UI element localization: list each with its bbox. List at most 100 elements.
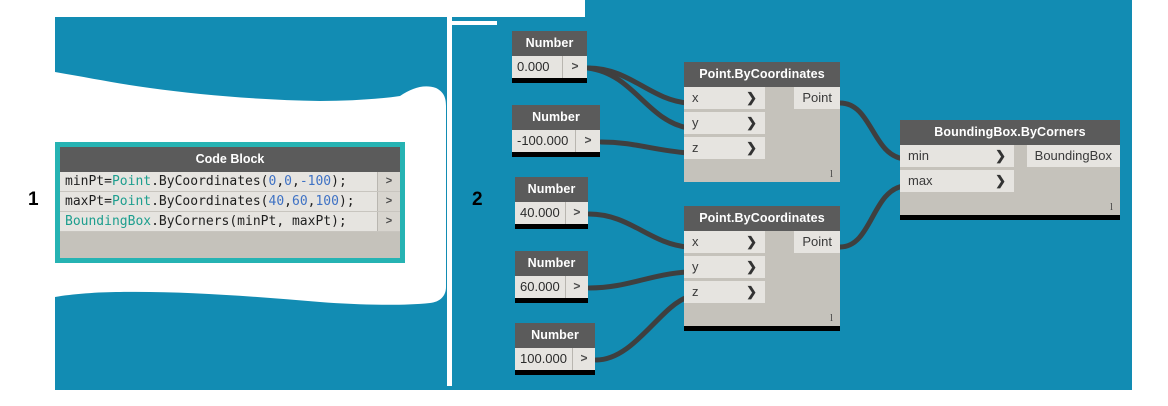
number-node-value-input[interactable]: 40.000 (515, 202, 566, 224)
number-node-preview-bar (515, 224, 588, 229)
function-node-inputs: x❯y❯z❯ (684, 231, 765, 306)
code-token: -100 (299, 174, 332, 189)
input-port-z[interactable]: z❯ (684, 137, 765, 159)
code-block-line-text-2[interactable]: maxPt=Point.ByCoordinates(40,60,100); (60, 192, 377, 211)
number-node-row: 0.000 > (512, 56, 587, 78)
input-port-x[interactable]: x❯ (684, 87, 765, 109)
step-marker-1: 1 (28, 189, 39, 210)
lacing-indicator: l (829, 168, 833, 180)
function-node-title: BoundingBox.ByCorners (900, 120, 1120, 145)
code-block-node[interactable]: Code Block minPt=Point.ByCoordinates(0,0… (55, 142, 405, 263)
input-port-label: max (908, 173, 933, 188)
chevron-right-icon[interactable]: ❯ (746, 284, 757, 299)
code-token: maxPt= (65, 194, 112, 209)
function-node-body: min❯ max ❯ BoundingBox l (900, 145, 1120, 215)
input-port-label: z (692, 140, 699, 155)
input-port-min[interactable]: min❯ (900, 145, 1014, 167)
code-block-line-text-1[interactable]: minPt=Point.ByCoordinates(0,0,-100); (60, 172, 377, 191)
number-node-preview-bar (512, 78, 587, 83)
number-node-title: Number (512, 31, 587, 56)
output-port-boundingbox[interactable]: BoundingBox (1026, 145, 1120, 167)
code-block-line[interactable]: maxPt=Point.ByCoordinates(40,60,100); > (60, 192, 400, 212)
chevron-right-icon[interactable]: ❯ (746, 259, 757, 274)
step-marker-2: 2 (472, 189, 483, 210)
output-port-point[interactable]: Point (794, 231, 840, 253)
section-divider-tick (452, 21, 497, 25)
number-node-value-input[interactable]: -100.000 (512, 130, 576, 152)
number-node-output-port[interactable]: > (573, 279, 581, 293)
chevron-right-icon[interactable]: ❯ (746, 115, 757, 130)
number-node-row: -100.000 > (512, 130, 600, 152)
chevron-right-icon[interactable]: ❯ (995, 148, 1006, 163)
code-block-line-toggle-2[interactable]: > (377, 192, 400, 211)
chevron-right-icon[interactable]: ❯ (995, 173, 1006, 188)
code-block-line[interactable]: minPt=Point.ByCoordinates(0,0,-100); > (60, 172, 400, 192)
chevron-right-icon[interactable]: ❯ (746, 90, 757, 105)
code-token: BoundingBox (65, 214, 152, 229)
number-node-output-port[interactable]: > (580, 351, 588, 365)
code-token: Point (111, 194, 152, 209)
number-node-output-port[interactable]: > (584, 133, 592, 147)
input-port-label: x (692, 90, 699, 105)
number-node-value-input[interactable]: 0.000 (512, 56, 563, 78)
input-port-y[interactable]: y❯ (684, 112, 765, 134)
function-node-preview-bar (900, 215, 1120, 220)
number-node-row: 40.000 > (515, 202, 588, 224)
code-block-lines: minPt=Point.ByCoordinates(0,0,-100); > m… (60, 172, 400, 232)
input-port-max[interactable]: max ❯ (900, 170, 1014, 192)
number-node-preview-bar (515, 298, 588, 303)
code-token: , (284, 194, 292, 209)
function-node-preview-bar (684, 326, 840, 331)
number-node-preview-bar (512, 152, 600, 157)
code-token: Point (111, 174, 152, 189)
input-port-label: x (692, 234, 699, 249)
code-token: 60 (292, 194, 308, 209)
number-node-title: Number (512, 105, 600, 130)
number-node-title: Number (515, 177, 588, 202)
number-node-output-port[interactable]: > (571, 59, 579, 73)
code-block-title: Code Block (60, 147, 400, 172)
code-token: ); (331, 174, 347, 189)
function-node-inputs: min❯ max ❯ (900, 145, 1014, 195)
number-node-row: 100.000 > (515, 348, 595, 370)
code-block-line[interactable]: BoundingBox.ByCorners(minPt, maxPt); > (60, 212, 400, 232)
number-node-2[interactable]: Number-100.000 > (512, 105, 600, 157)
lacing-indicator: l (1109, 201, 1113, 213)
number-node-title: Number (515, 323, 595, 348)
function-node-title: Point.ByCoordinates (684, 206, 840, 231)
code-block-footer (60, 232, 400, 258)
code-block-line-toggle-3[interactable]: > (377, 212, 400, 231)
number-node-title: Number (515, 251, 588, 276)
section-divider-vertical (447, 17, 452, 386)
input-port-label: y (692, 115, 699, 130)
output-port-point[interactable]: Point (794, 87, 840, 109)
number-node-row: 60.000 > (515, 276, 588, 298)
chevron-right-icon[interactable]: ❯ (746, 140, 757, 155)
code-token: minPt= (65, 174, 112, 189)
code-block-line-text-3[interactable]: BoundingBox.ByCorners(minPt, maxPt); (60, 212, 377, 231)
number-node-value-input[interactable]: 60.000 (515, 276, 566, 298)
code-block-line-toggle-1[interactable]: > (377, 172, 400, 191)
input-port-label: z (692, 284, 699, 299)
number-node-output-port[interactable]: > (573, 205, 581, 219)
input-port-z[interactable]: z❯ (684, 281, 765, 303)
input-port-y[interactable]: y❯ (684, 256, 765, 278)
code-token: .ByCoordinates( (151, 174, 269, 189)
code-token: 0 (268, 174, 277, 189)
input-port-x[interactable]: x❯ (684, 231, 765, 253)
code-token: , (292, 174, 300, 189)
code-token: .ByCorners(minPt, maxPt); (151, 214, 347, 229)
code-token: ); (338, 194, 355, 209)
chevron-right-icon[interactable]: ❯ (746, 234, 757, 249)
code-token: 40 (268, 194, 285, 209)
number-node-value-input[interactable]: 100.000 (515, 348, 573, 370)
